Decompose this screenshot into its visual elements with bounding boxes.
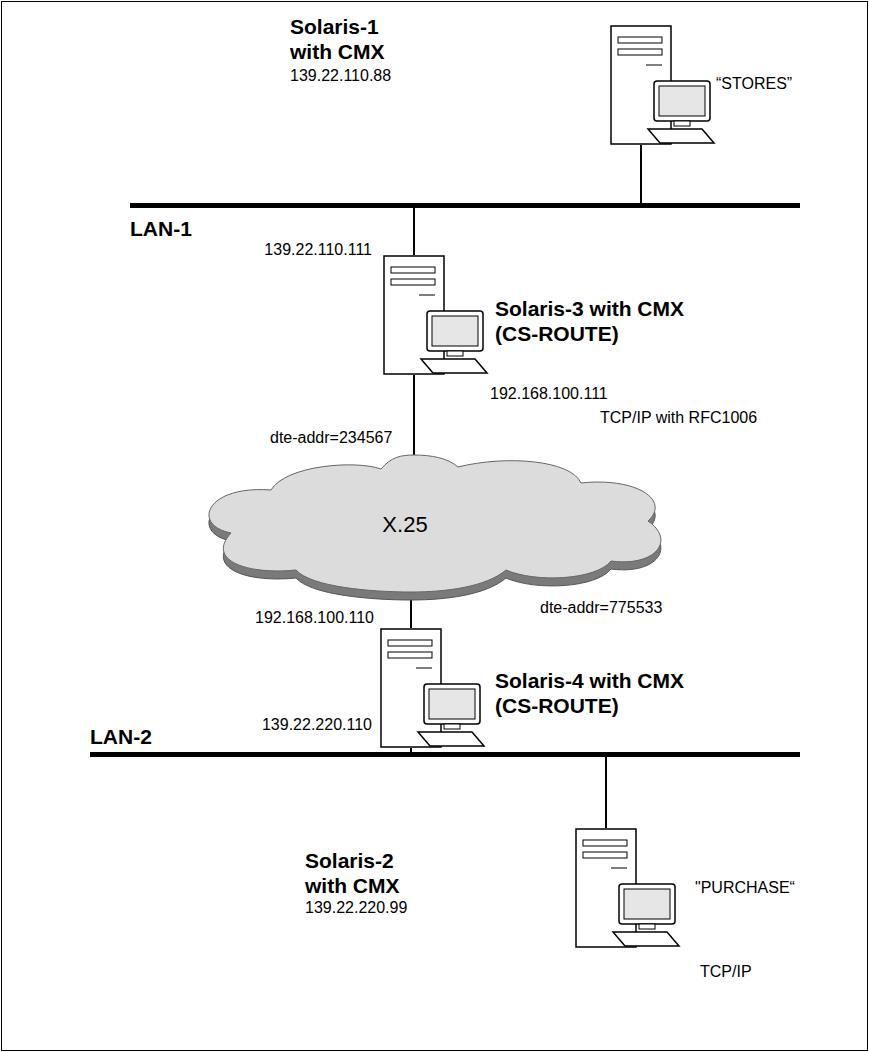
lan-bus: LAN-1	[130, 203, 800, 208]
network-wire	[413, 375, 415, 455]
network-wire	[640, 145, 642, 203]
computer-icon	[384, 256, 487, 374]
ip-address: 192.168.100.110	[255, 608, 374, 627]
dte-address: dte-addr=234567	[270, 428, 392, 447]
lan-name: LAN-2	[90, 724, 152, 749]
network-wire	[413, 208, 415, 255]
host-name: Solaris-4 with CMX (CS-ROUTE)	[495, 668, 721, 718]
computer-icon	[611, 26, 714, 144]
computer-node: 192.168.100.110Solaris-4 with CMX (CS-RO…	[380, 628, 442, 748]
protocol-note: TCP/IP with RFC1006	[600, 408, 757, 427]
lan-name: LAN-1	[130, 216, 192, 241]
ip-address: 139.22.220.110	[262, 715, 372, 734]
ip-address: 139.22.110.111	[264, 240, 372, 259]
host-name: Solaris-1 with CMX	[290, 14, 387, 64]
network-wire	[605, 757, 607, 828]
dte-address: dte-addr=775533	[540, 598, 662, 617]
ip-address: 139.22.110.88	[290, 66, 391, 85]
host-name: Solaris-3 with CMX (CS-ROUTE)	[495, 296, 721, 346]
computer-node: Solaris-2 with CMX139.22.220.99"PURCHASE…	[575, 828, 637, 948]
computer-icon	[576, 829, 679, 947]
lan-bus: LAN-2	[90, 752, 800, 757]
computer-node: Solaris-1 with CMX139.22.110.88“STORES”	[610, 25, 672, 145]
computer-icon	[381, 629, 484, 747]
host-name: Solaris-2 with CMX	[305, 848, 402, 898]
ip-address: 139.22.220.99	[305, 898, 407, 917]
ip-address: 192.168.100.111	[490, 384, 608, 403]
cloud-body	[209, 455, 661, 592]
cloud-outline	[186, 455, 676, 600]
network-wire	[410, 600, 412, 628]
computer-node: Solaris-3 with CMX (CS-ROUTE)139.22.110.…	[383, 255, 445, 375]
protocol-note: TCP/IP	[700, 962, 752, 981]
application-name: “STORES”	[716, 74, 792, 93]
application-name: "PURCHASE“	[695, 878, 795, 897]
network-name: X.25	[382, 512, 427, 538]
network-cloud: X.25	[186, 455, 676, 600]
